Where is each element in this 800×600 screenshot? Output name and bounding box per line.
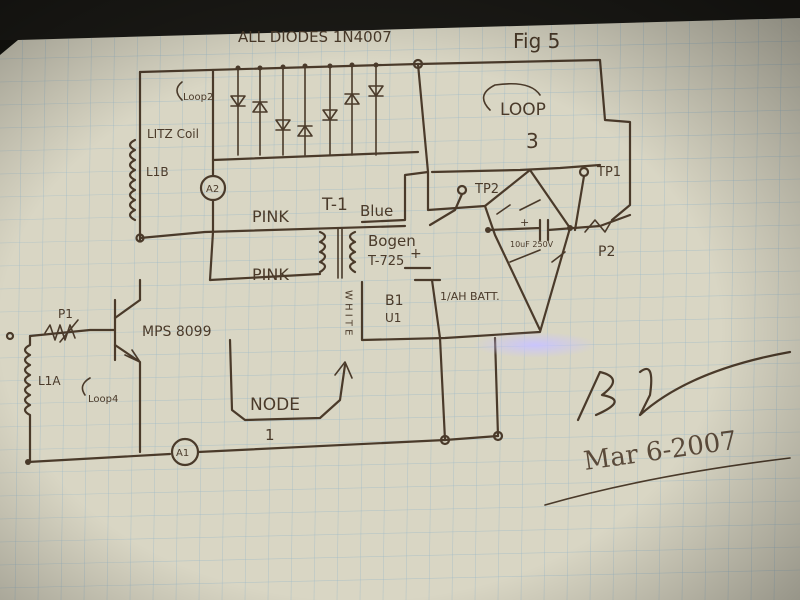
white-wire-label: W H I T E xyxy=(343,290,354,336)
battery-label: 1/AH BATT. xyxy=(440,290,500,303)
loop2-label: Loop2 xyxy=(183,92,213,103)
l1a-label: L1A xyxy=(38,374,61,388)
figure-label: Fig 5 xyxy=(513,29,560,53)
pink-bottom-label: PINK xyxy=(252,265,289,284)
litz-coil-label: LITZ Coil xyxy=(147,127,199,141)
u1-label: U1 xyxy=(385,311,401,325)
battery-plus: + xyxy=(410,246,422,262)
b1-label: B1 xyxy=(385,293,404,309)
node-label: NODE xyxy=(250,395,300,415)
a2-label: A2 xyxy=(206,184,219,195)
t725-label: T-725 xyxy=(367,254,404,269)
pink-top-label: PINK xyxy=(252,207,289,226)
bogen-label: Bogen xyxy=(368,232,416,250)
l1b-label: L1B xyxy=(146,165,169,179)
node-number: 1 xyxy=(265,426,275,444)
loop3-label: LOOP xyxy=(500,100,546,120)
loop3-number: 3 xyxy=(526,129,539,153)
transistor-label: MPS 8099 xyxy=(142,324,212,340)
header-note: ALL DIODES 1N4007 xyxy=(238,28,392,46)
blue-wire-label: Blue xyxy=(360,202,393,220)
capacitor-plus: + xyxy=(520,216,529,229)
tp2-label: TP2 xyxy=(474,182,499,197)
light-glare xyxy=(473,332,597,358)
p1-label: P1 xyxy=(58,307,73,321)
p2-label: P2 xyxy=(598,244,615,260)
loop4-label: Loop4 xyxy=(88,394,118,405)
capacitor-label: 10uF 250V xyxy=(510,240,554,249)
tp1-label: TP1 xyxy=(596,165,621,180)
a1-label: A1 xyxy=(176,448,189,459)
t1-label: T-1 xyxy=(321,195,348,215)
